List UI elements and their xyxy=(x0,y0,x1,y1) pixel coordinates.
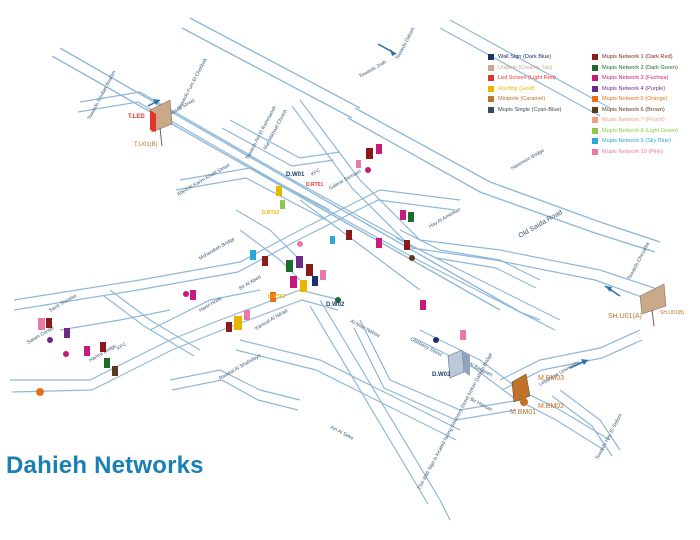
legend-column-right: Mupis Network 1 (Dark Red) Mupis Network … xyxy=(592,52,692,157)
legend-label: Mupis Network 5 (Orange) xyxy=(602,96,668,103)
legend-item: Mupis Network 10 (Pink) xyxy=(592,147,692,158)
legend-label: Mupis Single (Cyan-Blue) xyxy=(498,106,562,113)
site-code-labels: T.LED T.U01(B) D.W01 D.RT01 D.RT02 D.RT0… xyxy=(128,114,685,416)
legend-item: Mupis Network 9 (Sky Blue) xyxy=(592,136,692,147)
marker-circles xyxy=(47,167,439,357)
legend-swatch xyxy=(592,117,598,124)
code-d-rt01: D.RT01 xyxy=(306,182,323,188)
legend-item: Mupis Network 2 (Dark Green) xyxy=(592,63,692,74)
label-abed: Abed Al Karim Khalil Street xyxy=(176,162,232,198)
legend-swatch xyxy=(592,127,598,134)
legend-label: Mupis Network 2 (Dark Green) xyxy=(602,64,678,71)
legend-item: Mupis Network 7 (Peach) xyxy=(592,115,692,126)
marker-sh-unipole[interactable] xyxy=(639,283,667,327)
code-sh-u01a: SH.U01(A) xyxy=(608,313,642,320)
billboard-markers xyxy=(36,99,667,406)
legend-swatch xyxy=(592,138,598,145)
legend-item: Mupis Network 4 (Purple) xyxy=(592,84,692,95)
label-towards-dahieh: Towards Dahieh xyxy=(394,26,416,61)
marker-d-w03[interactable] xyxy=(447,349,470,379)
legend-swatch xyxy=(488,54,494,61)
legend-swatch xyxy=(488,96,494,103)
legend-item: Mupis Network 1 (Dark Red) xyxy=(592,52,692,63)
label-kfc-top: KFC xyxy=(310,167,322,177)
label-haremein: Haremein Bridge xyxy=(510,148,546,172)
code-m-bm01: M.BM01 xyxy=(510,409,536,416)
legend-label: Mupis Network 10 (Pink) xyxy=(602,148,663,155)
legend-item: Mupis Network 5 (Orange) xyxy=(592,94,692,105)
label-towards-jnah: Towards Jnah xyxy=(358,59,388,80)
legend-item: Minipole (Caramel) xyxy=(488,94,588,105)
legend-label: Mupis Network 8 (Light Green) xyxy=(602,127,679,134)
legend-item: Led Screen (Light Red) xyxy=(488,73,588,84)
legend-swatch xyxy=(592,64,598,71)
code-t-u01: T.U01(B) xyxy=(134,142,158,148)
legend-swatch xyxy=(592,106,598,113)
legend-swatch xyxy=(592,54,598,61)
code-m-bm02: M.BM02 xyxy=(538,403,564,410)
legend-swatch xyxy=(488,85,494,92)
legend-label: Mupis Network 3 (Fuchsia) xyxy=(602,75,669,82)
label-bir-abed: Bir Al Abed xyxy=(238,274,262,292)
legend: Wall Sign (Dark Blue) Unipole (Creamy Tan… xyxy=(488,52,693,155)
code-d-w03: D.W03 xyxy=(432,372,451,378)
legend-item: Wall Sign (Dark Blue) xyxy=(488,52,588,63)
legend-label: Mupis Network 9 (Sky Blue) xyxy=(602,138,672,145)
legend-label: Mupis Network 6 (Brown) xyxy=(602,106,665,113)
label-hay-amerkan: Hay Al Amerkan xyxy=(428,207,462,230)
code-sh-u01b: SH.U01(B) xyxy=(660,310,685,316)
legend-swatch xyxy=(592,75,598,82)
code-m-bm03: M.BM03 xyxy=(538,375,564,382)
code-d-rt02: D.RT02 xyxy=(262,210,279,216)
label-galerie: Galerie Semaan xyxy=(328,168,362,191)
legend-item: Mupis Network 6 (Brown) xyxy=(592,105,692,116)
legend-label: Mupis Network 4 (Purple) xyxy=(602,85,666,92)
legend-item: Unipole (Creamy Tan) xyxy=(488,63,588,74)
legend-label: Unipole (Creamy Tan) xyxy=(498,64,553,71)
legend-item: Mupis Network 8 (Light Green) xyxy=(592,126,692,137)
legend-swatch xyxy=(592,85,598,92)
label-rawdat: Rawdat Al Shahidayn xyxy=(218,353,262,382)
code-d-w01: D.W01 xyxy=(286,172,305,178)
code-t-led: T.LED xyxy=(128,114,145,120)
legend-label: Minipole (Caramel) xyxy=(498,96,546,103)
legend-item: Mupis Single (Cyan-Blue) xyxy=(488,105,588,116)
legend-swatch xyxy=(488,64,494,71)
code-d-rt03: D.RT03 xyxy=(268,294,285,300)
direction-arrows xyxy=(147,43,621,369)
legend-label: Wall Sign (Dark Blue) xyxy=(498,54,552,61)
label-ain: Ain Al Seke xyxy=(329,424,355,441)
legend-item: Rooftop (Gold) xyxy=(488,84,588,95)
marker-cluster-center[interactable] xyxy=(190,250,466,340)
label-towards-soultan: Towards Soultan Ibrahim xyxy=(86,70,117,121)
legend-swatch xyxy=(488,106,494,113)
map-title: Dahieh Networks xyxy=(6,452,204,479)
legend-swatch xyxy=(488,75,494,82)
legend-item: Mupis Network 3 (Fuchsia) xyxy=(592,73,692,84)
marker-t-led[interactable] xyxy=(149,99,173,147)
legend-swatch xyxy=(592,96,598,103)
legend-label: Led Screen (Light Red) xyxy=(498,75,556,82)
label-msharafieh: Msharafieh Bridge xyxy=(198,236,236,262)
legend-swatch xyxy=(592,148,598,155)
label-lebanese-univ: Lebanese University xyxy=(538,360,581,388)
legend-column-left: Wall Sign (Dark Blue) Unipole (Creamy Tan… xyxy=(488,52,588,115)
label-kfc-left: KFC xyxy=(116,341,128,351)
marker-m-bm[interactable] xyxy=(511,373,531,406)
legend-label: Rooftop (Gold) xyxy=(498,85,535,92)
legend-label: Mupis Network 1 (Dark Red) xyxy=(602,54,673,61)
legend-label: Mupis Network 7 (Peach) xyxy=(602,117,665,124)
code-d-w02: D.W02 xyxy=(326,302,345,308)
marker-cluster-top[interactable] xyxy=(276,144,414,250)
marker-cluster-left[interactable] xyxy=(36,318,118,396)
